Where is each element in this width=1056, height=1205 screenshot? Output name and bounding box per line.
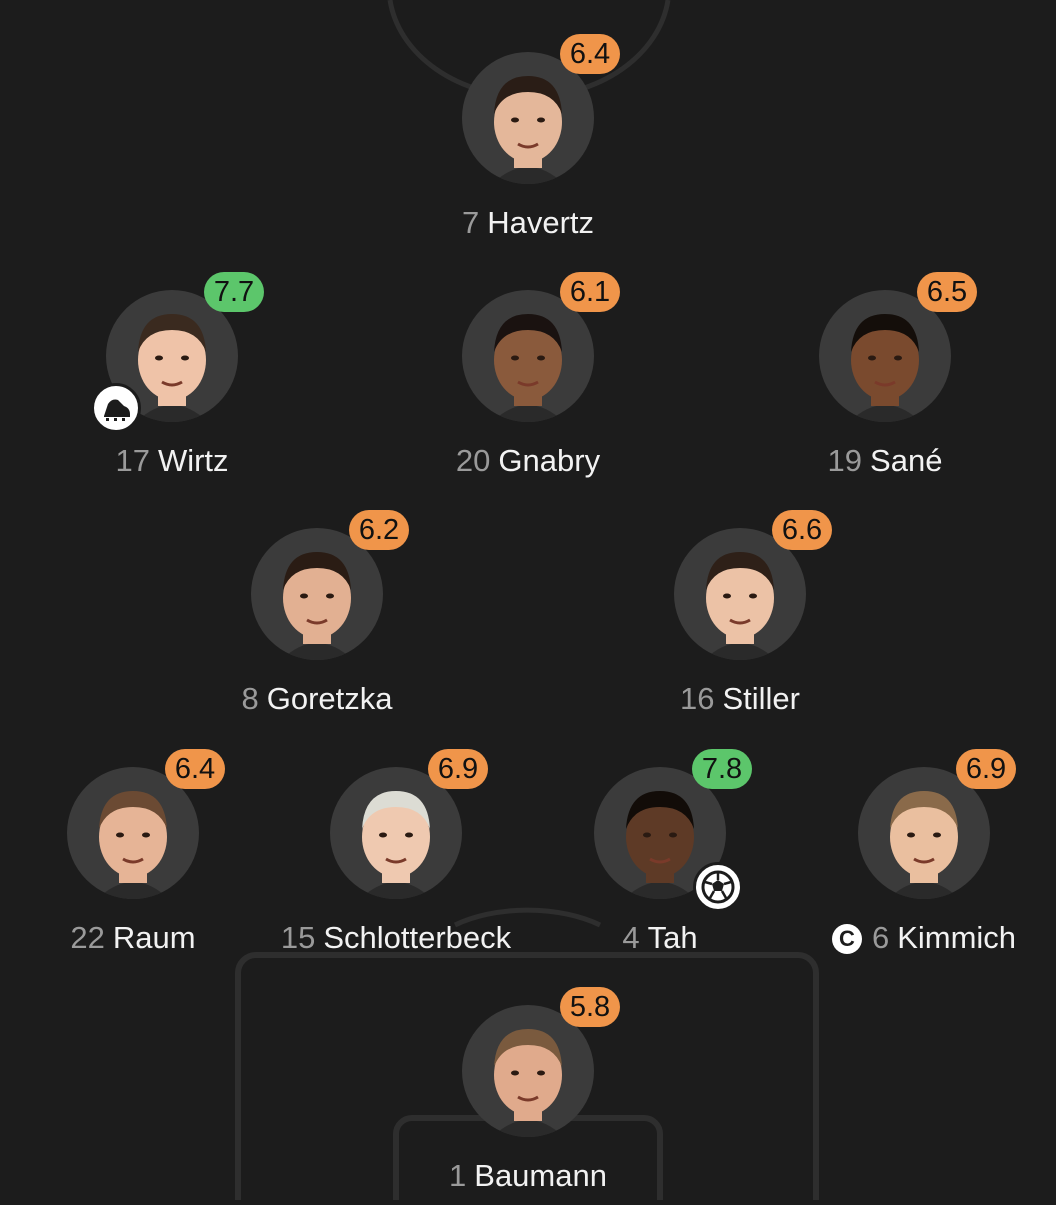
- shirt-number: 1: [449, 1158, 467, 1193]
- penalty-box: [235, 952, 819, 1200]
- rating-badge: 7.7: [204, 272, 264, 312]
- player-name: Stiller: [722, 681, 800, 716]
- shirt-number: 7: [461, 205, 480, 240]
- rating-badge: 6.4: [560, 34, 620, 74]
- shirt-number: 16: [680, 681, 715, 716]
- shirt-number: 4: [622, 920, 640, 955]
- player-name: Baumann: [474, 1158, 607, 1193]
- player-avatar[interactable]: [67, 767, 199, 899]
- shirt-number: 8: [241, 681, 259, 716]
- shirt-number: 19: [827, 443, 863, 478]
- shirt-number: 15: [280, 920, 316, 955]
- goal-ball-icon: [693, 862, 743, 912]
- captain-badge-icon: C: [831, 924, 862, 954]
- shirt-number: 6: [871, 920, 890, 955]
- shirt-number: 17: [115, 443, 150, 478]
- player-name: Kimmich: [897, 920, 1017, 955]
- player-name: Havertz: [487, 205, 595, 240]
- rating-badge: 6.1: [560, 272, 620, 312]
- player-avatar[interactable]: [251, 528, 383, 660]
- player-avatar[interactable]: [858, 767, 990, 899]
- player-avatar[interactable]: [462, 290, 594, 422]
- rating-badge: 7.8: [692, 749, 752, 789]
- player-avatar[interactable]: [594, 767, 726, 899]
- rating-badge: 6.6: [772, 510, 832, 550]
- player-name: Wirtz: [157, 443, 229, 478]
- shirt-number: 22: [70, 920, 105, 955]
- player-name: Schlotterbeck: [323, 920, 512, 955]
- player-avatar[interactable]: [106, 290, 238, 422]
- shirt-number: 20: [455, 443, 491, 478]
- player-name: Goretzka: [266, 681, 393, 716]
- player-avatar[interactable]: [330, 767, 462, 899]
- rating-badge: 6.5: [917, 272, 977, 312]
- player-avatar[interactable]: [819, 290, 951, 422]
- player-avatar[interactable]: [462, 52, 594, 184]
- rating-badge: 6.4: [165, 749, 225, 789]
- player-name: Sané: [870, 443, 943, 478]
- penalty-arc: [453, 907, 602, 928]
- rating-badge: 5.8: [560, 987, 620, 1027]
- rating-badge: 6.2: [349, 510, 409, 550]
- player-avatar[interactable]: [674, 528, 806, 660]
- rating-badge: 6.9: [956, 749, 1016, 789]
- player-name: Gnabry: [498, 443, 601, 478]
- player-avatar[interactable]: [462, 1005, 594, 1137]
- player-name: Raum: [112, 920, 196, 955]
- player-name: Tah: [647, 920, 698, 955]
- rating-badge: 6.9: [428, 749, 488, 789]
- boot-icon: [91, 383, 141, 433]
